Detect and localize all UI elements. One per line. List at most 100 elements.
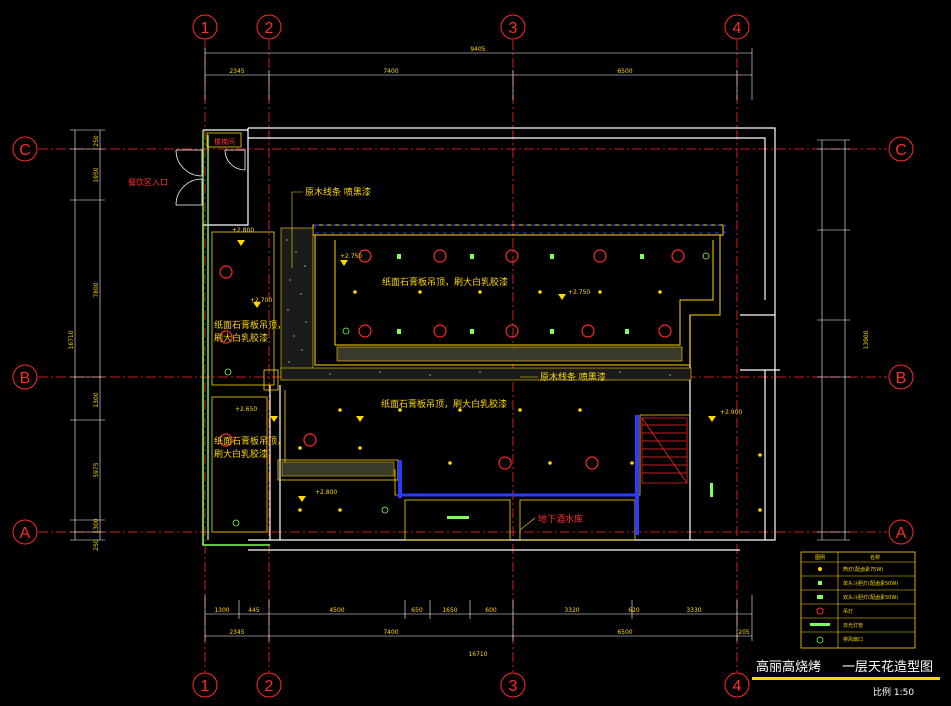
dimension-ticks (70, 48, 850, 641)
column-bubbles-top (12, 14, 914, 698)
level-label-6: +2.800 (315, 489, 337, 496)
blue-columns (398, 415, 639, 535)
down-lights (298, 290, 762, 512)
grid-label-row-c: C (19, 142, 31, 159)
legend-row-5: 日光灯管 (843, 622, 863, 629)
dim-left-seg-1: 250 (93, 135, 100, 147)
legend-symbol-fan (816, 636, 824, 644)
dim-bot2-seg-2: 7400 (383, 629, 398, 636)
timber-strip-upper (336, 346, 683, 362)
legend-symbol-single-grille (818, 581, 822, 585)
legend-row-6: 排风扇口 (843, 636, 863, 643)
legend-symbol-downlight (818, 567, 822, 571)
dim-left-seg-6: 1300 (93, 518, 100, 533)
grid-label-col-1-bottom: 1 (201, 678, 210, 695)
upper-ceiling-zone (312, 224, 724, 366)
level-label-4: +2.650 (235, 406, 257, 413)
dim-bot1-seg-5: 1650 (442, 607, 457, 614)
timber-strip-lower (281, 461, 395, 477)
dim-bot1-seg-3: 4500 (329, 607, 344, 614)
dim-left-seg-5: 5975 (93, 462, 100, 477)
grid-label-row-a-right: A (896, 525, 907, 542)
grid-label-row-b-right: B (896, 370, 907, 387)
dim-top-seg-3: 6500 (617, 68, 632, 75)
dim-top-total: 9405 (470, 46, 485, 53)
dim-right-total: 13900 (863, 330, 870, 349)
level-label-3: +2.700 (250, 297, 272, 304)
grid-label-col-2: 2 (265, 20, 274, 37)
stair-room-box (206, 132, 242, 148)
dim-bot1-seg-7: 3320 (564, 607, 579, 614)
legend-symbol-tube (810, 623, 830, 626)
leader-lines (291, 191, 538, 531)
grid-label-row-a: A (20, 525, 31, 542)
dim-left-total: 16710 (68, 330, 75, 349)
blue-trim-top (314, 224, 726, 234)
grid-label-col-4: 4 (733, 20, 742, 37)
note-basement: 地下酒水库 (538, 513, 583, 525)
note-ceiling-left-2b: 刷大白乳胶漆 (214, 448, 268, 460)
dim-bot2-seg-4: 205 (738, 629, 750, 636)
dim-bot1-seg-8: 620 (628, 607, 640, 614)
dim-bot1-seg-1: 1300 (214, 607, 229, 614)
grid-label-col-3-bottom: 3 (509, 678, 518, 695)
dimension-lines (74, 52, 846, 637)
room-small-label: 楼梯间 (214, 137, 235, 146)
note-strip-top: 原木线条 喷黑漆 (305, 186, 371, 198)
level-labels: +2.800 +2.750 +2.700 +2.650 +2.900 +2.80… (232, 227, 742, 496)
axis-lines (38, 40, 887, 672)
level-label-2: +2.750 (568, 289, 590, 296)
level-label-7: +2.750 (340, 253, 362, 260)
dim-left-seg-7: 250 (93, 539, 100, 551)
scale-label: 比例 1:50 (873, 686, 914, 698)
speckled-partition (280, 227, 314, 379)
grid-label-row-c-right: C (895, 142, 907, 159)
note-strip-mid: 原木线条 喷黑漆 (540, 371, 606, 383)
dimension-texts: 9405 2345 7400 6500 1300 445 4500 650 16… (214, 46, 750, 658)
dimension-texts-vertical: 16710 250 1950 7800 1300 5975 1300 250 1… (68, 135, 870, 551)
legend-symbol-pendant (816, 607, 824, 615)
note-ceiling-left-1: 纸面石膏板吊顶， (214, 319, 286, 331)
grid-label-col-4-bottom: 4 (733, 678, 742, 695)
title-underline (752, 677, 940, 680)
dim-bot2-seg-1: 2345 (229, 629, 244, 636)
title-sheet: 一层天花造型图 (842, 659, 933, 675)
dim-bot1-seg-4: 650 (411, 607, 423, 614)
dim-top-seg-1: 2345 (229, 68, 244, 75)
dim-top-seg-2: 7400 (383, 68, 398, 75)
dim-bot1-seg-2: 445 (248, 607, 260, 614)
grille-lights (397, 254, 713, 519)
exhaust-fans (224, 252, 710, 527)
dim-bot1-seg-6: 600 (485, 607, 497, 614)
legend-header-symbol: 图例 (815, 554, 825, 561)
legend-symbol-double-grille (817, 595, 823, 599)
dim-bot2-seg-3: 6500 (617, 629, 632, 636)
level-label-1: +2.800 (232, 227, 254, 234)
dim-left-seg-4: 1300 (93, 392, 100, 407)
legend-table: 图例 名称 筒灯(配卤素75W) 单头斗胆灯(配卤素50W) 双头斗胆灯(配卤素… (800, 551, 916, 649)
dim-bottom-total: 16710 (468, 651, 487, 658)
left-rooms (211, 231, 279, 533)
dim-left-seg-3: 7800 (93, 282, 100, 297)
legend-header-name: 名称 (870, 554, 880, 561)
legend-row-3: 双头斗胆灯(配卤素50W) (843, 594, 898, 601)
grid-label-col-1: 1 (201, 20, 210, 37)
entrance-doors (175, 149, 246, 206)
dim-left-seg-2: 1950 (93, 167, 100, 182)
level-label-5: +2.900 (720, 409, 742, 416)
legend-row-2: 单头斗胆灯(配卤素50W) (843, 580, 898, 587)
note-ceiling-left-2: 纸面石膏板吊顶， (214, 435, 286, 447)
grid-labels: 1 2 3 4 1 2 3 4 C B A C B A (19, 20, 907, 695)
staircase (641, 417, 688, 484)
title-block: 高丽高烧烤 一层天花造型图 比例 1:50 (752, 659, 940, 698)
title-project: 高丽高烧烤 (756, 659, 821, 675)
grid-label-col-2-bottom: 2 (265, 678, 274, 695)
note-ceiling-main: 纸面石膏板吊顶，刷大白乳胶漆 (382, 276, 508, 288)
vestibule-outline (202, 130, 270, 546)
note-ceiling-lower: 纸面石膏板吊顶，刷大白乳胶漆 (381, 398, 507, 410)
legend-row-4: 吊灯 (843, 608, 853, 615)
speckle-dots (286, 239, 671, 376)
note-ceiling-left-1b: 刷大白乳胶漆 (214, 332, 268, 344)
pendant-lights (219, 249, 685, 470)
